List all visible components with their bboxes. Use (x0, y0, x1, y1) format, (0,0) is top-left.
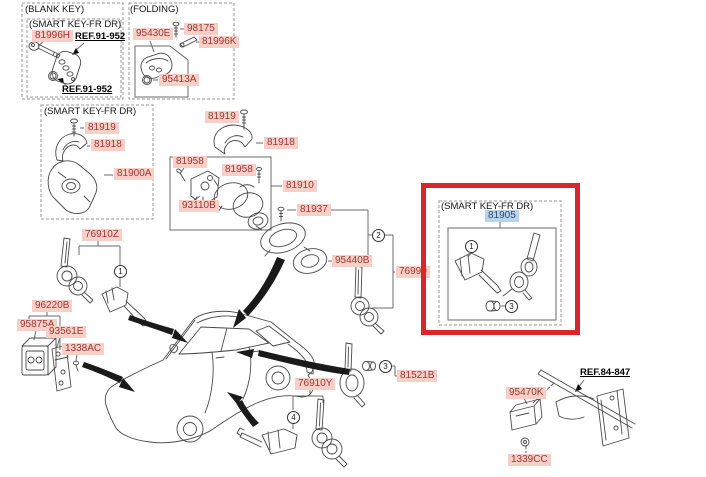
part-label-95470K[interactable]: 95470K (506, 387, 547, 399)
ring-95413A-illustration (142, 75, 152, 85)
part-label-81905-selected[interactable]: 81905 (485, 210, 519, 222)
key-76990-illustration (350, 265, 385, 335)
antenna-assembly-95470K-illustration (509, 369, 636, 447)
selected-part-box (447, 227, 557, 321)
part-label-76910Z[interactable]: 76910Z (82, 229, 122, 241)
caption-folding: (FOLDING) (130, 4, 179, 15)
key-ring-illustration (48, 71, 58, 81)
ref-91-952-bottom[interactable]: REF.91-952 (62, 84, 113, 95)
key-76910Y-illustration (311, 398, 348, 468)
callout-3-selected-cap: 3 (505, 300, 518, 313)
part-label-1338AC[interactable]: 1338AC (62, 343, 105, 355)
caption-column-smart: (SMART KEY-FR DR) (44, 106, 137, 117)
blank-key-group-box (21, 2, 124, 100)
screw-98175-illustration (172, 21, 180, 38)
part-label-81919-left[interactable]: 81919 (85, 122, 119, 134)
lock-cylinder-rear-illustration (236, 427, 298, 455)
part-label-95440B[interactable]: 95440B (332, 255, 373, 267)
part-label-96220B[interactable]: 96220B (32, 300, 73, 312)
part-label-81919-mid[interactable]: 81919 (205, 111, 239, 123)
part-label-93561E[interactable]: 93561E (46, 326, 87, 338)
screw-81919-mid-illustration (240, 109, 248, 130)
bracket-93561E-illustration (51, 344, 72, 392)
key-blank-81996H-illustration (28, 41, 61, 59)
key-76910Z-illustration (56, 237, 94, 304)
part-label-81958-b[interactable]: 81958 (222, 164, 256, 176)
key-blank-81996K-illustration (179, 36, 198, 48)
part-label-98175[interactable]: 98175 (184, 23, 218, 35)
part-label-81910[interactable]: 81910 (283, 180, 317, 192)
callout-2-ignition: 2 (372, 229, 385, 242)
part-label-76910Y[interactable]: 76910Y (295, 378, 336, 390)
cover-81918-left-illustration (55, 133, 88, 162)
smart-key-fob-illustration (51, 50, 82, 85)
selected-smart-box (438, 200, 562, 326)
module-95875A-illustration (21, 337, 57, 376)
callout-3-cap: 3 (379, 360, 392, 373)
callout-4-rear-lock: 4 (287, 411, 300, 424)
ignition-part-box (169, 156, 272, 231)
folding-group-box (128, 2, 235, 100)
part-label-81937[interactable]: 81937 (297, 204, 331, 216)
part-label-81918-left[interactable]: 81918 (91, 139, 125, 151)
ref-84-847[interactable]: REF.84-847 (580, 367, 631, 378)
housing-81900A-illustration (47, 160, 98, 214)
selected-keys-illustration (502, 232, 541, 301)
key-81521B-illustration (339, 342, 376, 408)
callout-1-front-lock: 1 (114, 265, 127, 278)
part-label-95413A[interactable]: 95413A (159, 74, 200, 86)
part-label-81918-mid[interactable]: 81918 (264, 137, 298, 149)
car-illustration (104, 310, 315, 444)
part-label-81521B[interactable]: 81521B (397, 370, 438, 382)
pointer-arrows (82, 257, 350, 427)
part-label-95430E[interactable]: 95430E (133, 28, 174, 40)
part-label-81996H[interactable]: 81996H (32, 30, 74, 42)
part-label-93110B[interactable]: 93110B (179, 200, 219, 212)
ignition-lock-93110B-illustration (176, 166, 269, 230)
selected-lock-cylinder-illustration (454, 252, 502, 294)
caption-blank-key: (BLANK KEY) (25, 4, 85, 15)
callout-1-selected-lock: 1 (465, 240, 478, 253)
ring-95440B-illustration (292, 248, 328, 274)
part-label-81958-a[interactable]: 81958 (173, 156, 207, 168)
screw-81919-left-illustration (70, 118, 78, 137)
selected-cap-illustration (485, 300, 501, 312)
cover-81918-mid-illustration (213, 124, 253, 155)
caption-selected-smart: (SMART KEY-FR DR) (441, 201, 534, 212)
bolt-1338AC-illustration (73, 360, 79, 372)
ref-91-952-top[interactable]: REF.91-952 (75, 31, 126, 42)
part-label-1339CC[interactable]: 1339CC (508, 454, 551, 466)
column-smart-box (40, 104, 154, 220)
blank-key-smart-box (26, 18, 122, 98)
part-label-81900A[interactable]: 81900A (114, 168, 155, 180)
caption-blank-key-smart: (SMART KEY-FR DR) (29, 19, 122, 30)
part-label-81996K[interactable]: 81996K (199, 36, 240, 48)
selection-highlight-box (421, 183, 580, 335)
